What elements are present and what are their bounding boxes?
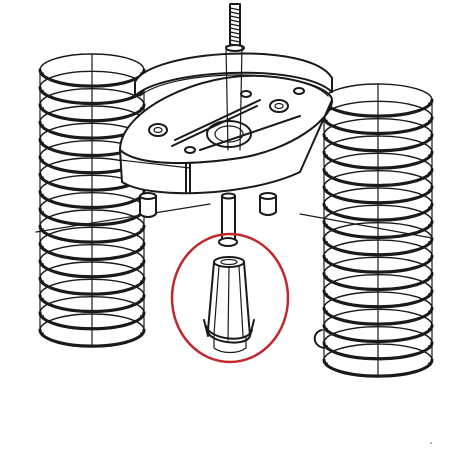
threaded-rod <box>225 3 245 52</box>
mounting-bolts <box>139 192 277 218</box>
mounting-hole <box>269 99 289 113</box>
highlight-circle <box>170 232 290 364</box>
highlighted-sleeve <box>203 256 255 354</box>
center-guide-pin <box>218 192 238 247</box>
right-coil-spring <box>299 83 434 378</box>
mounting-hole <box>148 123 168 137</box>
circular-mounting-plate <box>119 45 333 195</box>
speck-mark <box>430 442 432 444</box>
